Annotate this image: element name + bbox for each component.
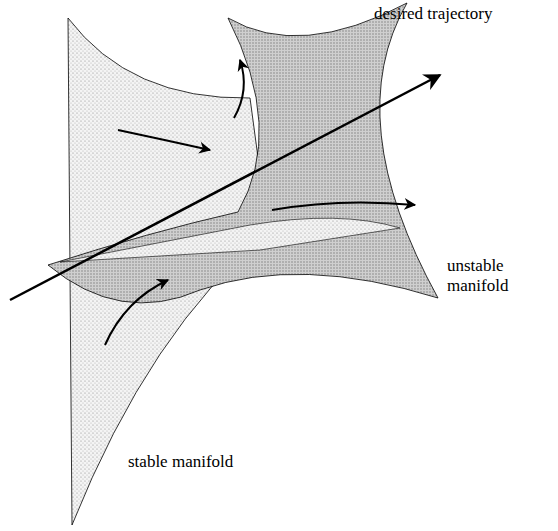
flow-arrow [105, 280, 168, 345]
flow-arrow [234, 60, 244, 118]
trajectory-arrow [10, 75, 440, 300]
trajectory-label: desired trajectory [374, 4, 554, 24]
stable-manifold-front [60, 218, 400, 262]
flow-arrow [272, 202, 415, 210]
flow-arrow [118, 130, 210, 150]
manifold-label: stable manifold [128, 452, 288, 472]
unstable-manifold [48, 3, 438, 303]
manifold-label: unstable manifold [447, 256, 529, 297]
